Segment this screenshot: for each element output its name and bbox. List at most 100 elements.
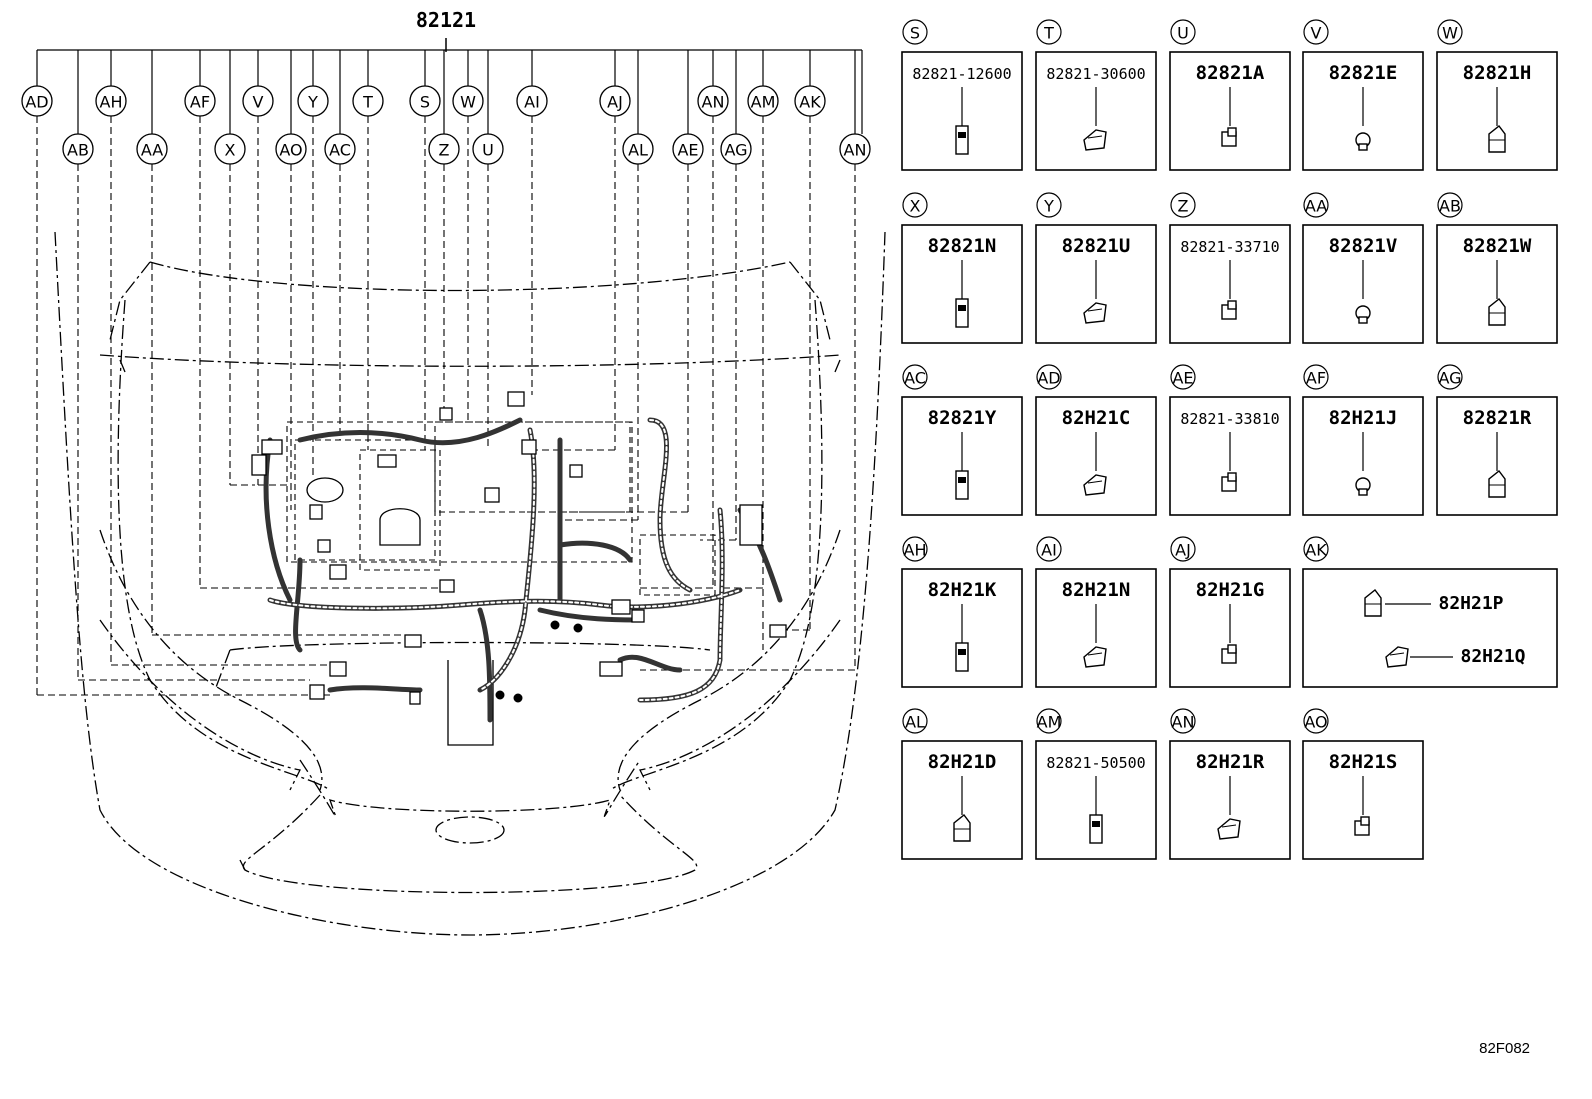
svg-text:X: X: [910, 197, 921, 216]
part-ref-aj: AJ: [1170, 536, 1196, 562]
connector-icon: [955, 298, 969, 328]
callout-label: AH: [100, 93, 123, 112]
connector-icon: [1083, 129, 1107, 151]
connector-icon: [1488, 125, 1506, 153]
connector-icon: [1221, 644, 1237, 664]
callout-top-ak-12[interactable]: AK: [794, 85, 826, 117]
connector-icon: [1355, 477, 1371, 496]
callout-top-s-6[interactable]: S: [409, 85, 441, 117]
connector-icon: [955, 470, 969, 500]
callout-bottom-ag-9[interactable]: AG: [720, 133, 752, 165]
callout-label: AF: [190, 93, 210, 112]
svg-text:U: U: [1177, 24, 1189, 43]
callout-bottom-aa-1[interactable]: AA: [136, 133, 168, 165]
callout-label: AE: [677, 141, 698, 160]
callout-top-t-5[interactable]: T: [352, 85, 384, 117]
callout-label: AJ: [607, 93, 623, 112]
callout-label: AB: [67, 141, 89, 160]
callout-top-am-11[interactable]: AM: [747, 85, 779, 117]
part-ref-ah: AH: [902, 536, 928, 562]
part-number: 82H21N: [1062, 579, 1131, 601]
svg-text:V: V: [1311, 24, 1322, 43]
part-number: 82821-12600: [912, 65, 1011, 83]
callout-bracket: [36, 49, 863, 134]
callout-label: T: [362, 93, 373, 112]
part-cell-am[interactable]: AM 82821-50500: [1035, 708, 1157, 860]
svg-text:W: W: [1442, 24, 1458, 43]
callout-top-an-10[interactable]: AN: [697, 85, 729, 117]
svg-text:AJ: AJ: [1175, 541, 1191, 560]
part-box: [1302, 568, 1558, 688]
part-cell-s[interactable]: S 82821-12600: [901, 19, 1023, 171]
part-number: 82821W: [1463, 235, 1532, 257]
callout-label: W: [460, 93, 476, 112]
callout-bottom-ao-3[interactable]: AO: [275, 133, 307, 165]
callout-label: AA: [141, 141, 163, 160]
connector-icon: [1089, 814, 1103, 844]
part-number: 82821N: [928, 235, 997, 257]
callout-top-y-4[interactable]: Y: [297, 85, 329, 117]
part-ref-ak: AK: [1303, 536, 1329, 562]
part-number: 82H21P: [1438, 593, 1503, 614]
callout-bottom-x-2[interactable]: X: [214, 133, 246, 165]
callout-top-v-3[interactable]: V: [242, 85, 274, 117]
callout-top-ad-0[interactable]: AD: [21, 85, 53, 117]
vehicle-outline: [54, 231, 886, 936]
part-number: 82H21J: [1329, 407, 1398, 429]
svg-text:AO: AO: [1304, 713, 1327, 732]
svg-text:Y: Y: [1043, 197, 1054, 216]
connector-icon: [1355, 132, 1371, 151]
callout-label: AN: [702, 93, 725, 112]
callout-bottom-an-10[interactable]: AN: [839, 133, 871, 165]
callout-top-ah-1[interactable]: AH: [95, 85, 127, 117]
callout-bottom-ae-8[interactable]: AE: [672, 133, 704, 165]
part-ref-s: S: [902, 19, 928, 45]
part-ref-am: AM: [1036, 708, 1062, 734]
part-number: 82H21K: [928, 579, 997, 601]
callout-bottom-u-6[interactable]: U: [472, 133, 504, 165]
callout-top-aj-9[interactable]: AJ: [599, 85, 631, 117]
svg-text:AG: AG: [1438, 369, 1461, 388]
callout-bottom-ab-0[interactable]: AB: [62, 133, 94, 165]
callout-label: AC: [329, 141, 351, 160]
callout-bottom-z-5[interactable]: Z: [428, 133, 460, 165]
callout-top-ai-8[interactable]: AI: [516, 85, 548, 117]
callout-top-w-7[interactable]: W: [452, 85, 484, 117]
callout-bottom-al-7[interactable]: AL: [622, 133, 654, 165]
svg-text:AD: AD: [1037, 369, 1060, 388]
part-number: 82821-50500: [1046, 754, 1145, 772]
connector-icon: [1221, 472, 1237, 492]
callout-label: AI: [524, 93, 540, 112]
callout-bottom-ac-4[interactable]: AC: [324, 133, 356, 165]
svg-text:AL: AL: [905, 713, 925, 732]
main-part-number[interactable]: 82121: [416, 8, 476, 32]
svg-text:S: S: [910, 24, 920, 43]
part-number: 82821Y: [928, 407, 997, 429]
part-cell-x[interactable]: X 82821N: [901, 192, 1023, 344]
callout-top-af-2[interactable]: AF: [184, 85, 216, 117]
svg-text:T: T: [1043, 24, 1054, 43]
part-cell-w[interactable]: W 82821H: [1436, 19, 1558, 171]
part-number: 82821H: [1463, 62, 1532, 84]
part-ref-x: X: [902, 192, 928, 218]
